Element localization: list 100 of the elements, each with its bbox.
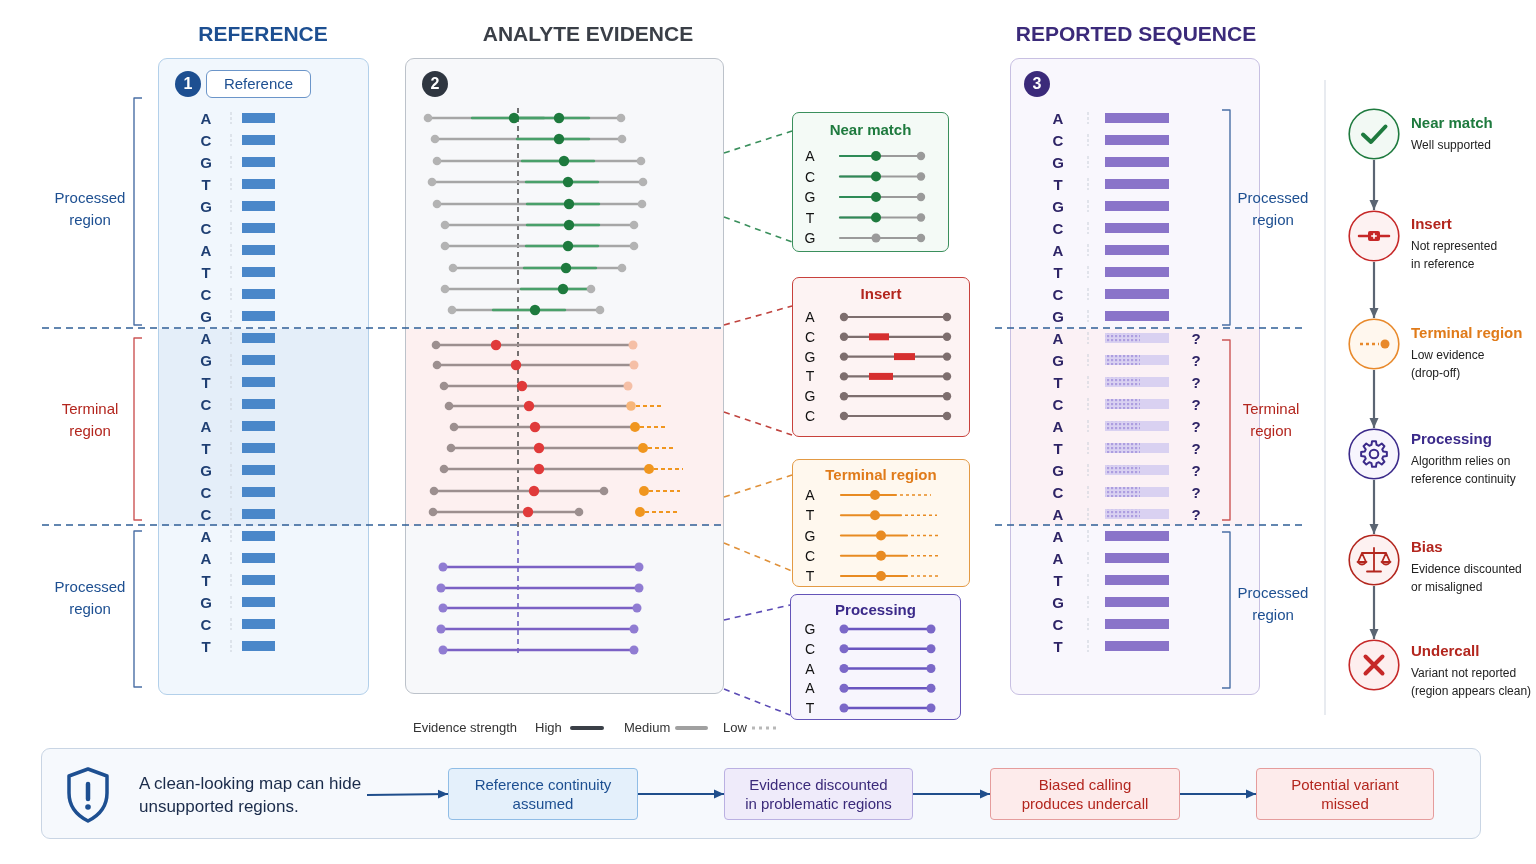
question-mark: ? (1191, 351, 1201, 369)
base-letter: G (1052, 461, 1064, 479)
tag-label: Reference (206, 70, 311, 98)
base-letter: A (1052, 549, 1064, 567)
base-letter: T (805, 568, 815, 584)
callout-title: Processing (835, 601, 916, 619)
status-description: Not represented in reference (1411, 238, 1499, 273)
base-letter: T (1053, 571, 1063, 589)
leader-line (723, 216, 793, 243)
base-letter: A (805, 309, 815, 325)
base-letter: G (804, 527, 816, 544)
base-letter: C (1052, 395, 1064, 413)
leader-line (723, 474, 793, 498)
question-mark: ? (1191, 439, 1201, 457)
process-box: Reference continuity assumed (448, 768, 638, 820)
base-letter: T (805, 507, 815, 524)
base-letter: G (1052, 197, 1064, 215)
status-description: Algorithm relies on reference continuity (1411, 453, 1517, 488)
base-letter: G (1052, 307, 1064, 325)
region-label: Processed region (1237, 583, 1309, 625)
status-heading: Processing (1411, 430, 1492, 448)
arrow (638, 789, 724, 799)
base-letter: T (201, 637, 211, 655)
arrow (1369, 262, 1379, 318)
base-letter: C (1052, 483, 1064, 501)
insert-marker-icon (1348, 210, 1400, 262)
base-letter: C (200, 219, 212, 237)
arrow (1369, 586, 1379, 639)
base-letter: A (805, 660, 815, 677)
balance-scale-icon (1348, 534, 1400, 586)
base-letter: T (1053, 637, 1063, 655)
base-letter: A (1052, 109, 1064, 127)
callout-panel (790, 594, 961, 720)
base-letter: C (804, 547, 816, 564)
status-description: Variant not reported (region appears clean) (1411, 665, 1533, 700)
region-label: Terminal region (1242, 399, 1300, 441)
question-mark: ? (1191, 461, 1201, 479)
process-box: Evidence discounted in problematic regions (724, 768, 913, 820)
callout-title: Insert (860, 285, 902, 303)
process-box: Potential variant missed (1256, 768, 1434, 820)
status-heading: Bias (1411, 538, 1443, 556)
status-description: Low evidence (drop-off) (1411, 347, 1486, 382)
base-letter: A (805, 487, 815, 503)
leader-line (723, 305, 793, 326)
step-number: 3 (1024, 71, 1050, 97)
question-mark: ? (1191, 483, 1201, 501)
base-letter: G (804, 230, 816, 246)
callout-title: Terminal region (825, 466, 937, 484)
base-letter: A (1052, 505, 1064, 523)
status-description: Evidence discounted or misaligned (1411, 561, 1523, 596)
callout-panel (792, 112, 949, 252)
question-mark: ? (1191, 329, 1201, 347)
base-letter: C (1052, 219, 1064, 237)
base-letter: C (200, 285, 212, 303)
base-letter: C (1052, 131, 1064, 149)
base-letter: T (1053, 263, 1063, 281)
column-heading: REFERENCE (198, 22, 328, 46)
base-letter: A (200, 329, 212, 347)
base-letter: T (1053, 175, 1063, 193)
base-letter: C (804, 640, 816, 657)
base-letter: T (805, 209, 815, 226)
leader-line (723, 688, 791, 716)
arrow (913, 789, 990, 799)
base-letter: C (804, 328, 816, 345)
check-circle-icon (1348, 108, 1400, 160)
question-mark: ? (1191, 417, 1201, 435)
base-letter: T (201, 263, 211, 281)
base-letter: C (804, 408, 816, 424)
question-mark: ? (1191, 395, 1201, 413)
base-letter: A (200, 527, 212, 545)
base-letter: G (804, 388, 816, 405)
base-letter: C (1052, 285, 1064, 303)
status-heading: Near match (1411, 114, 1493, 132)
base-letter: C (200, 505, 212, 523)
legend-title: Evidence strength (413, 720, 518, 736)
base-letter: G (200, 593, 212, 611)
callout-panel (792, 459, 970, 587)
base-letter: A (1052, 417, 1064, 435)
base-letter: T (805, 700, 815, 716)
leader-line (723, 542, 793, 572)
leader-line (723, 604, 791, 621)
base-letter: T (201, 439, 211, 457)
base-letter: C (1052, 615, 1064, 633)
base-letter: G (1052, 351, 1064, 369)
arrow (1369, 370, 1379, 428)
base-letter: C (804, 168, 816, 185)
base-letter: G (804, 621, 816, 637)
base-letter: T (201, 373, 211, 391)
region-label: Processed region (54, 577, 126, 619)
question-mark: ? (1191, 505, 1201, 523)
base-letter: A (200, 549, 212, 567)
column-heading: ANALYTE EVIDENCE (482, 22, 694, 46)
base-letter: G (200, 461, 212, 479)
base-letter: A (1052, 329, 1064, 347)
base-letter: G (200, 351, 212, 369)
arrow (1369, 480, 1379, 534)
base-letter: G (1052, 153, 1064, 171)
arrow (1180, 789, 1256, 799)
process-box: Biased calling produces undercall (990, 768, 1180, 820)
legend-label: High (535, 720, 562, 736)
